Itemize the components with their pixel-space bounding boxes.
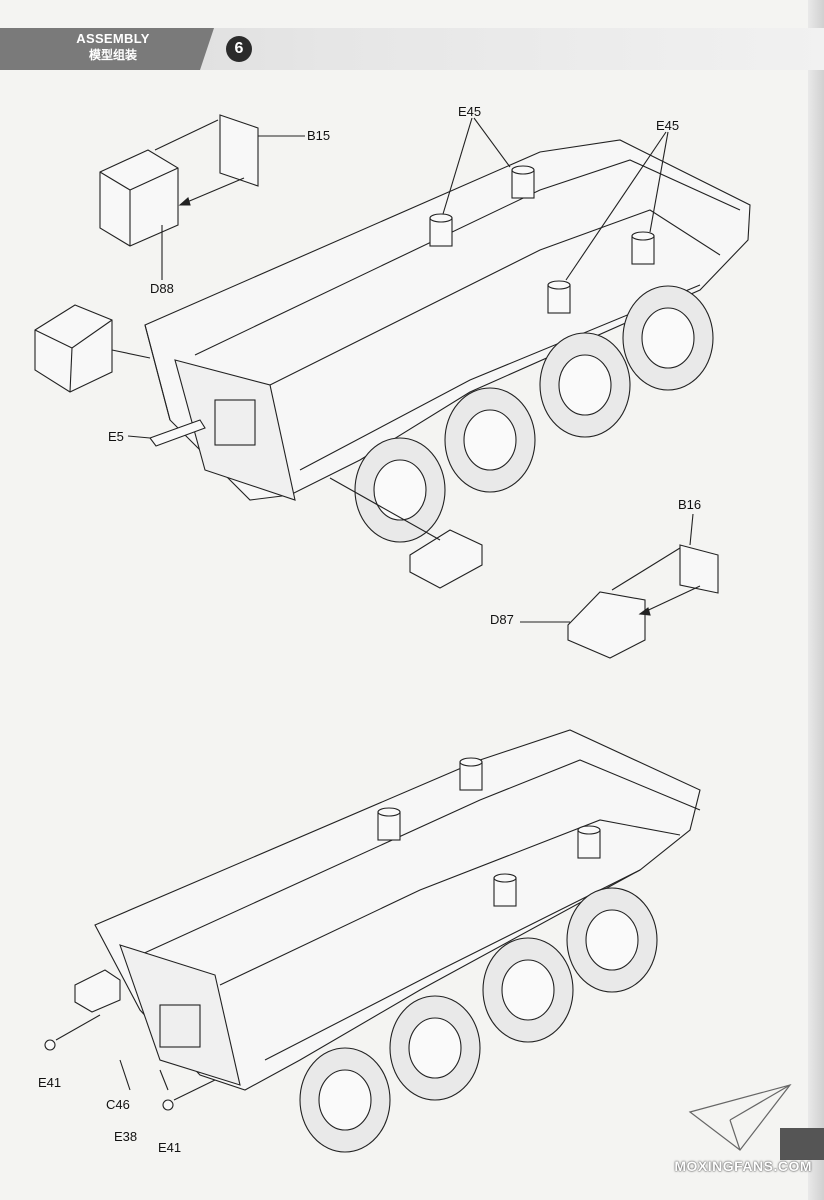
label-b16: B16 (678, 497, 702, 512)
label-e45-left: E45 (458, 104, 482, 119)
part-left-cover (34, 304, 113, 393)
top-e45-cylinders (429, 165, 655, 314)
part-lower-bracket (409, 529, 483, 589)
bottom-wheels (299, 887, 658, 1153)
label-e5: E5 (108, 429, 124, 444)
label-e41-left: E41 (38, 1075, 62, 1090)
top-wheels (354, 285, 714, 543)
paper-plane-logo (688, 1083, 792, 1151)
label-c46: C46 (106, 1097, 130, 1112)
label-e41-bottom: E41 (158, 1140, 182, 1155)
label-b15: B15 (307, 128, 331, 143)
label-d88: D88 (150, 281, 174, 296)
header-block (0, 28, 214, 70)
bottom-e45-cylinders (377, 757, 601, 907)
assembly-title: ASSEMBLY (76, 31, 150, 46)
page-spine (808, 0, 824, 1200)
step-number-badge: 6 (226, 36, 252, 62)
page-corner-mark (780, 1128, 824, 1160)
part-d88-bracket (99, 149, 179, 247)
part-d87-bracket (567, 591, 646, 659)
label-d87: D87 (490, 612, 514, 627)
watermark-text: MOXINGFANS.COM (674, 1158, 812, 1174)
part-e5-handle (149, 419, 206, 447)
assembly-subtitle: 模型组装 (88, 48, 137, 62)
label-e38: E38 (114, 1129, 138, 1144)
part-b16-plate (679, 544, 719, 594)
part-b15-plate (219, 114, 259, 187)
label-e45-right: E45 (656, 118, 680, 133)
bottom-small-parts (44, 969, 216, 1111)
